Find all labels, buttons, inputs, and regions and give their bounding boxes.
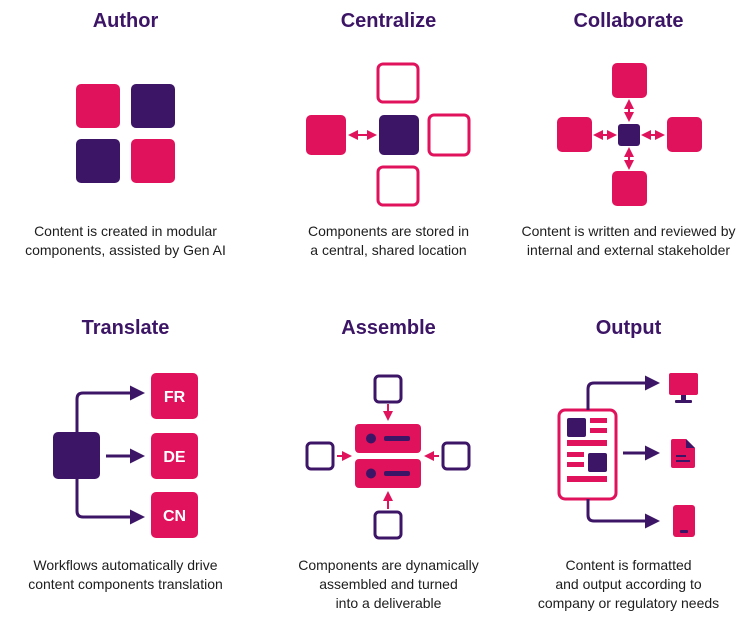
- input-slot-bottom: [373, 510, 403, 540]
- panel-output: Output Co: [503, 312, 754, 625]
- translate-diagram: FR DE CN: [53, 373, 198, 538]
- input-slot-right: [441, 441, 471, 471]
- document-file-icon: [671, 439, 695, 468]
- description-line: internal and external stakeholder: [526, 242, 731, 258]
- panel-translate: Translate FR DE CN Workflows automatical…: [0, 312, 251, 625]
- module-block-purple: [131, 84, 175, 128]
- description-line: Content is written and reviewed by: [521, 223, 736, 239]
- panel-description-output: Content is formatted and output accordin…: [503, 556, 754, 613]
- panel-title-collaborate: Collaborate: [573, 10, 684, 32]
- panel-description-author: Content is created in modular components…: [0, 222, 251, 260]
- panel-title-assemble: Assemble: [341, 317, 436, 339]
- output-diagram: [557, 373, 698, 537]
- empty-slot-top: [376, 62, 420, 104]
- panel-title-centralize: Centralize: [340, 10, 437, 32]
- panel-title-author: Author: [92, 10, 159, 32]
- stakeholder-block-right: [667, 117, 702, 152]
- language-label-de: DE: [163, 449, 186, 466]
- description-line: Content is formatted: [565, 557, 692, 573]
- panel-centralize: Centralize Components are stored in a ce…: [263, 0, 514, 312]
- monitor-icon: [669, 373, 698, 403]
- description-line: a central, shared location: [310, 242, 467, 258]
- description-line: content components translation: [28, 576, 223, 592]
- unit-indicator: [366, 433, 376, 444]
- description-line: Content is created in modular: [34, 223, 217, 239]
- empty-slot-right: [427, 113, 471, 157]
- assemble-diagram: [305, 374, 471, 540]
- panel-author: Author Content is created in modular com…: [0, 0, 251, 312]
- module-block-pink: [76, 84, 120, 128]
- route-arrow-monitor: [586, 375, 660, 410]
- unit-indicator: [366, 468, 376, 479]
- panel-title-translate: Translate: [81, 317, 170, 339]
- language-label-fr: FR: [164, 389, 186, 406]
- language-block-fr: [151, 373, 198, 419]
- route-arrow-bottom: [75, 479, 145, 525]
- panel-description-centralize: Components are stored in a central, shar…: [263, 222, 514, 260]
- panel-description-collaborate: Content is written and reviewed by inter…: [503, 222, 754, 260]
- description-line: Components are stored in: [307, 223, 470, 239]
- language-block-de: [151, 433, 198, 479]
- content-block-center: [618, 124, 640, 146]
- doc-block-purple: [567, 418, 586, 437]
- module-block-pink: [131, 139, 175, 183]
- description-line: and output according to: [555, 576, 702, 592]
- doc-line: [590, 428, 607, 433]
- stakeholder-block-top: [612, 63, 647, 98]
- description-line: company or regulatory needs: [537, 595, 720, 611]
- doc-line: [590, 418, 607, 423]
- panel-assemble: Assemble Components are dynamically asse…: [263, 312, 514, 625]
- route-arrow-top: [75, 385, 145, 432]
- author-diagram: [76, 84, 175, 183]
- language-block-cn: [151, 492, 198, 538]
- component-block-left: [306, 115, 346, 155]
- description-line: Components are dynamically: [298, 557, 479, 573]
- panel-collaborate: Collaborate Content is written and revie…: [503, 0, 754, 312]
- unit-slot: [384, 436, 410, 441]
- doc-line: [567, 440, 607, 446]
- source-content-block: [53, 432, 100, 479]
- collaborate-diagram: [557, 63, 702, 206]
- centralize-diagram: [306, 62, 471, 207]
- central-store-block: [379, 115, 419, 155]
- language-label-cn: CN: [163, 508, 186, 525]
- route-arrow-mobile: [586, 499, 660, 529]
- description-line: into a deliverable: [335, 595, 442, 611]
- description-line: assembled and turned: [319, 576, 458, 592]
- description-line: components, assisted by Gen AI: [25, 242, 226, 258]
- panel-description-translate: Workflows automatically drive content co…: [0, 556, 251, 594]
- stakeholder-block-left: [557, 117, 592, 152]
- module-block-purple: [76, 139, 120, 183]
- doc-block-purple: [588, 453, 607, 472]
- stakeholder-block-bottom: [612, 171, 647, 206]
- doc-line: [567, 452, 584, 457]
- input-slot-top: [373, 374, 403, 404]
- input-slot-left: [305, 441, 335, 471]
- doc-line: [567, 476, 607, 482]
- description-line: Workflows automatically drive: [33, 557, 218, 573]
- panel-title-output: Output: [595, 317, 662, 339]
- panel-description-assemble: Components are dynamically assembled and…: [263, 556, 514, 613]
- empty-slot-bottom: [376, 165, 420, 207]
- mobile-phone-icon: [673, 505, 695, 537]
- unit-slot: [384, 471, 410, 476]
- doc-line: [567, 462, 584, 467]
